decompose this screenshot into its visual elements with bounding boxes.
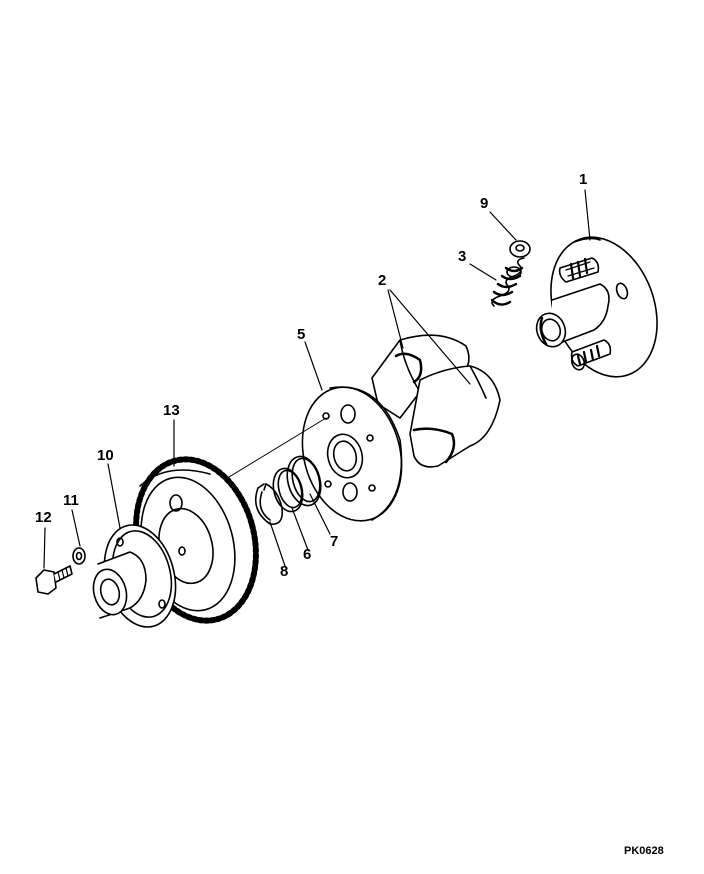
callout-10: 10	[97, 447, 114, 464]
figure-code: PK0628	[624, 845, 664, 857]
part-3-spring	[490, 257, 525, 307]
part-9-nut	[509, 240, 531, 258]
callout-12: 12	[35, 509, 52, 526]
callout-9: 9	[480, 195, 489, 212]
callout-8: 8	[280, 563, 289, 580]
part-2-flyweights	[371, 334, 501, 468]
part-5-plate	[301, 386, 403, 522]
part-7-ring	[286, 455, 322, 507]
callout-7: 7	[330, 533, 339, 550]
part-10-hub	[92, 524, 177, 628]
callout-3: 3	[458, 248, 467, 265]
part-8-snap-ring	[254, 483, 284, 525]
part-11-washer	[72, 547, 86, 565]
callout-leaders	[43, 189, 591, 569]
callout-6: 6	[303, 546, 312, 563]
part-12-bolt	[35, 565, 73, 595]
part-2-leaders	[387, 289, 471, 385]
callout-13: 13	[163, 402, 180, 419]
callout-1: 1	[579, 171, 588, 188]
callout-11: 11	[63, 492, 79, 509]
callout-5: 5	[297, 326, 306, 343]
part-1-flange-hub	[535, 236, 658, 378]
callout-2: 2	[378, 272, 387, 289]
